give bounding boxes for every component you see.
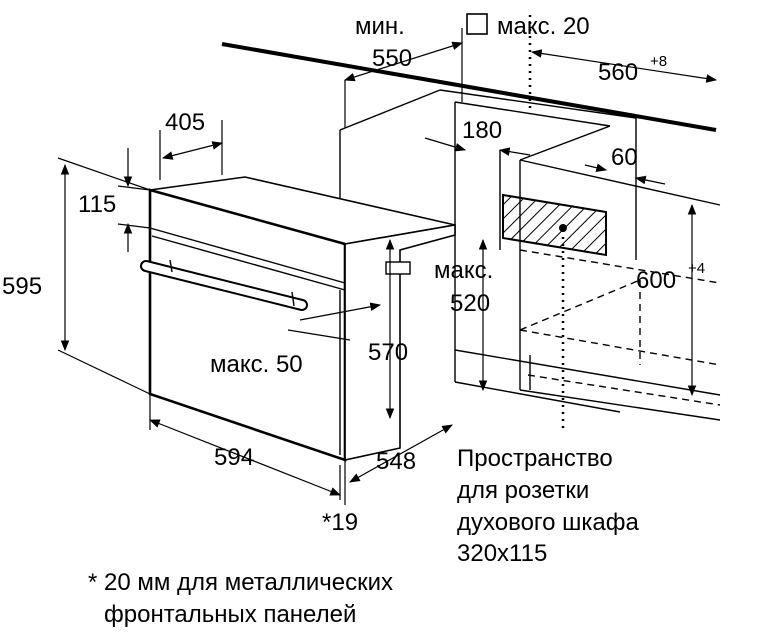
label-560: 560 <box>598 59 638 86</box>
label-560-sup: +8 <box>650 53 667 70</box>
socket-note-line4: 320x115 <box>457 540 547 567</box>
label-548: 548 <box>376 448 416 475</box>
label-405: 405 <box>165 109 205 136</box>
socket-note: Пространство для розетки духового шкафа … <box>457 445 640 567</box>
countertop <box>221 42 717 132</box>
label-115: 115 <box>78 191 116 218</box>
label-550: 550 <box>372 45 412 72</box>
socket-note-line3: духового шкафа <box>457 509 640 536</box>
socket-note-line2: для розетки <box>457 477 589 504</box>
footnote-line1: * 20 мм для металлических <box>88 569 393 596</box>
label-19: *19 <box>322 509 358 536</box>
label-max50: макс. 50 <box>210 351 303 378</box>
label-600-sup: +4 <box>688 260 705 277</box>
label-min: мин. <box>355 13 405 40</box>
max20-square-icon <box>466 13 488 35</box>
oven <box>140 176 456 462</box>
label-595: 595 <box>2 273 42 300</box>
label-max: макс. <box>434 257 493 284</box>
label-520: 520 <box>450 290 490 317</box>
label-600: 600 <box>636 267 676 294</box>
footnote: * 20 мм для металлических фронтальных па… <box>88 569 393 628</box>
label-594: 594 <box>214 444 254 471</box>
dimension-lines <box>57 28 718 505</box>
dimension-labels: мин. 550 макс. 20 560 +8 405 180 60 115 … <box>2 13 705 536</box>
label-180: 180 <box>462 117 502 144</box>
label-60: 60 <box>611 144 638 171</box>
footnote-line2: фронтальных панелей <box>104 601 356 628</box>
oven-handle-icon <box>140 259 308 311</box>
label-max20: макс. 20 <box>497 13 590 40</box>
label-570: 570 <box>368 339 408 366</box>
recess-dashed <box>519 249 721 406</box>
socket-note-line1: Пространство <box>457 445 613 472</box>
socket-area <box>502 193 607 257</box>
